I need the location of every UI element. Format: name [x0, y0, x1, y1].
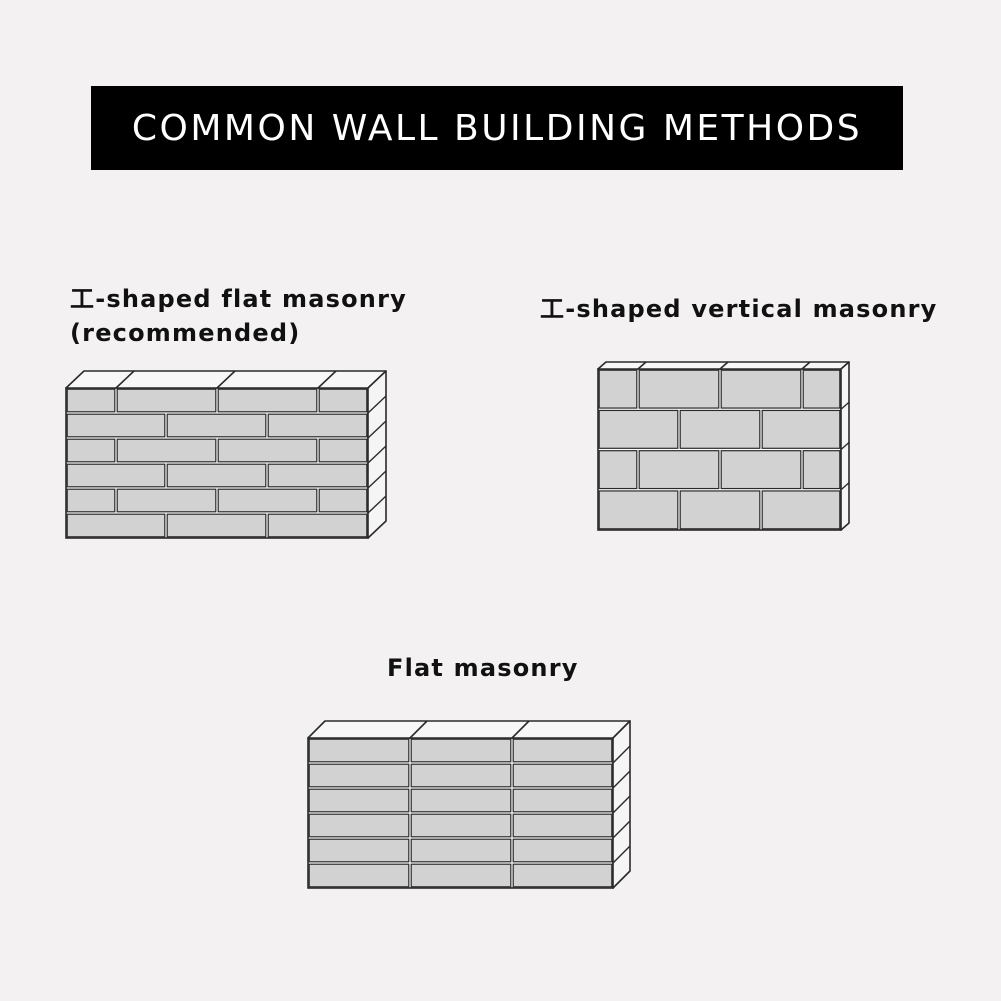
brick — [512, 813, 613, 838]
brick — [512, 863, 613, 888]
brick — [720, 369, 802, 409]
brick — [217, 488, 318, 513]
brick — [116, 488, 217, 513]
top-joint-line — [216, 370, 236, 389]
top-joint-line — [801, 361, 811, 370]
page-title: COMMON WALL BUILDING METHODS — [131, 107, 863, 149]
brick — [679, 490, 761, 530]
brick — [308, 863, 410, 888]
side-joint-line — [840, 401, 850, 410]
side-joint-line — [367, 395, 387, 414]
brick — [116, 388, 217, 413]
side-joint-line — [367, 445, 387, 464]
top-joint-line — [317, 370, 337, 389]
brick — [802, 369, 841, 409]
label-i-shaped-flat-masonry: 工-shaped flat masonry (recommended) — [70, 282, 407, 350]
brick — [410, 863, 512, 888]
side-joint-line — [840, 482, 850, 491]
brick — [166, 513, 267, 538]
brick — [410, 763, 512, 788]
label-line: (recommended) — [70, 319, 301, 347]
brick — [679, 409, 761, 449]
brick — [598, 490, 679, 530]
brick — [308, 763, 410, 788]
title-banner: COMMON WALL BUILDING METHODS — [91, 86, 903, 170]
brick — [638, 369, 720, 409]
brick — [638, 450, 720, 490]
brick — [598, 409, 679, 449]
brick — [66, 388, 116, 413]
brick — [267, 463, 368, 488]
side-joint-line — [367, 495, 387, 514]
brick — [166, 463, 267, 488]
wall-top-face — [307, 720, 631, 739]
brick — [318, 438, 368, 463]
brick — [66, 488, 116, 513]
top-joint-line — [409, 720, 428, 739]
label-i-shaped-vertical-masonry: 工-shaped vertical masonry — [540, 292, 938, 326]
brick — [66, 513, 166, 538]
brick — [761, 409, 841, 449]
side-joint-line — [367, 420, 387, 439]
brick — [66, 463, 166, 488]
side-joint-line — [612, 795, 631, 814]
brick — [410, 813, 512, 838]
brick — [410, 738, 512, 763]
side-joint-line — [612, 745, 631, 764]
brick — [308, 838, 410, 863]
side-joint-line — [840, 441, 850, 451]
brick — [267, 413, 368, 438]
top-joint-line — [511, 720, 530, 739]
side-joint-line — [612, 820, 631, 839]
label-line: 工-shaped flat masonry — [70, 285, 407, 313]
brick — [166, 413, 267, 438]
brick — [512, 738, 613, 763]
brick — [720, 450, 802, 490]
side-joint-line — [612, 770, 631, 789]
brick — [267, 513, 368, 538]
brick — [512, 838, 613, 863]
brick — [318, 388, 368, 413]
brick — [410, 788, 512, 813]
brick — [116, 438, 217, 463]
label-line: Flat masonry — [387, 654, 579, 682]
label-line: 工-shaped vertical masonry — [540, 295, 938, 323]
brick — [66, 413, 166, 438]
brick — [308, 738, 410, 763]
side-joint-line — [612, 845, 631, 864]
brick — [598, 369, 638, 409]
brick — [217, 438, 318, 463]
side-joint-line — [367, 470, 387, 489]
brick — [308, 813, 410, 838]
top-joint-line — [637, 361, 647, 370]
top-joint-line — [719, 361, 729, 370]
brick — [217, 388, 318, 413]
label-flat-masonry: Flat masonry — [387, 651, 579, 685]
top-joint-line — [115, 370, 135, 389]
wall-front-face — [307, 737, 614, 889]
brick — [318, 488, 368, 513]
brick — [802, 450, 841, 490]
brick — [308, 788, 410, 813]
brick — [598, 450, 638, 490]
brick — [761, 490, 841, 530]
brick — [410, 838, 512, 863]
brick — [512, 788, 613, 813]
brick — [512, 763, 613, 788]
brick — [66, 438, 116, 463]
